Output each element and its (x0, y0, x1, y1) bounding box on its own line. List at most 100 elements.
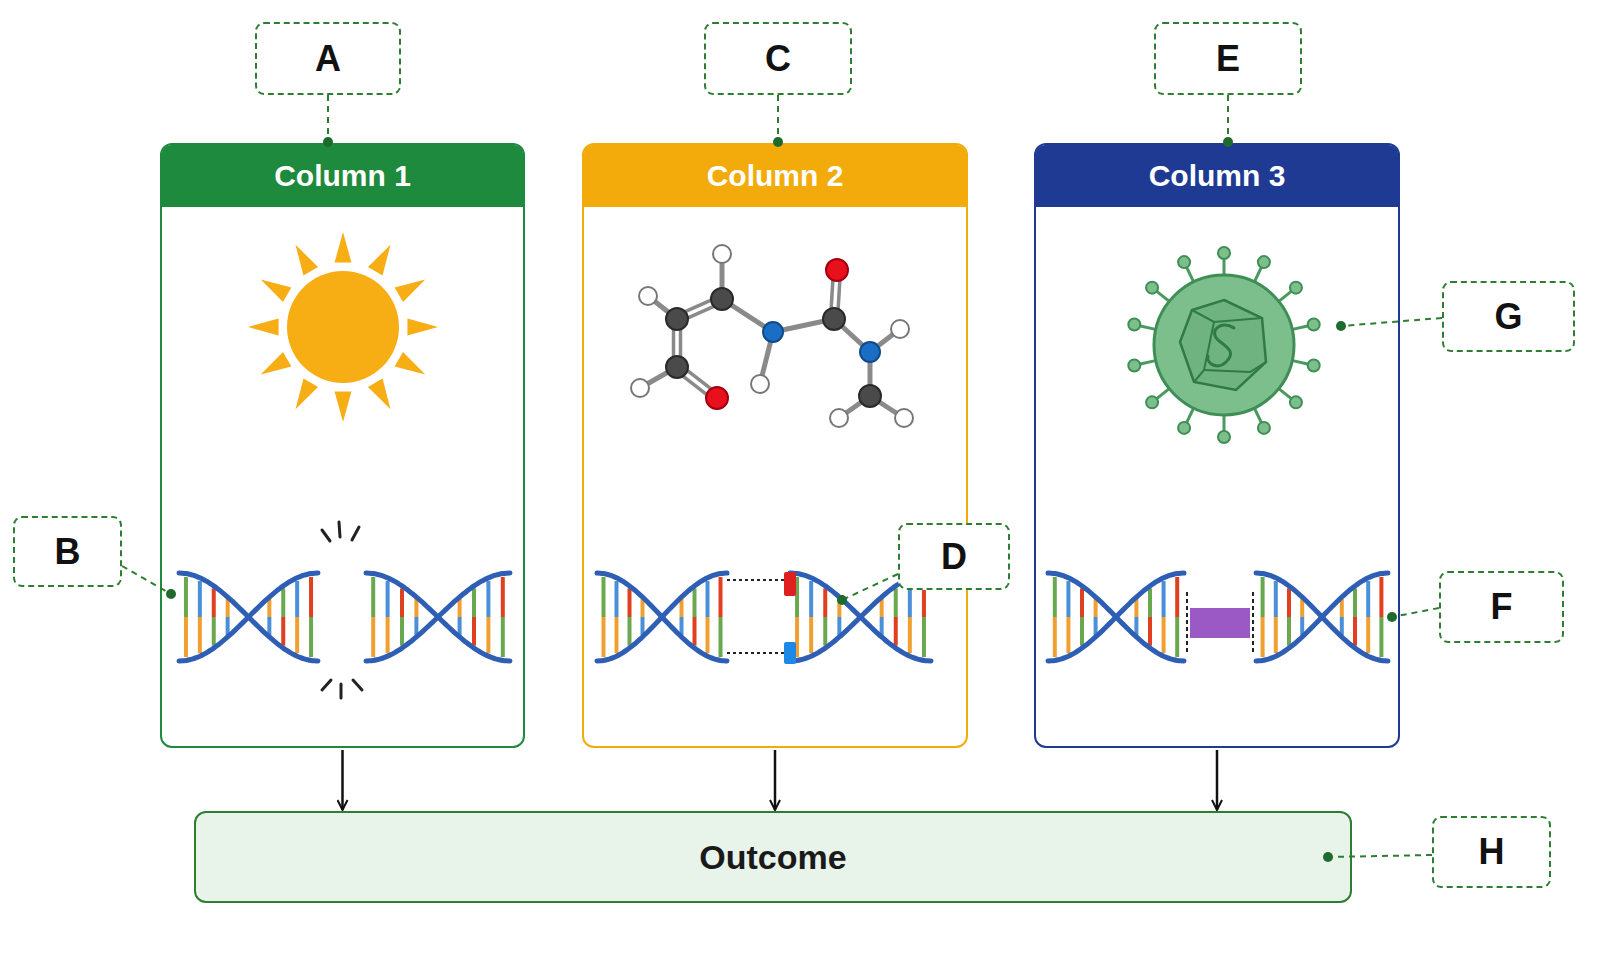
leader-dot (773, 137, 783, 147)
base-pair-link (727, 652, 784, 654)
column-header: Column 1 (162, 145, 523, 207)
atom-ball (891, 320, 909, 338)
virus-spike (1308, 319, 1320, 331)
column-panel: Column 3 (1034, 143, 1400, 748)
base-rung (693, 617, 697, 646)
base-rung (908, 617, 912, 653)
base-rung (212, 588, 216, 617)
base-rung (1366, 617, 1370, 653)
callout-box: E (1154, 22, 1302, 95)
atom-ball (631, 379, 649, 397)
virus-spike (1178, 256, 1190, 268)
callout-box: D (898, 523, 1010, 590)
leader-dot (837, 595, 847, 605)
base-rung (1162, 617, 1166, 653)
base-rung (1287, 617, 1291, 646)
base-rung (1148, 588, 1152, 617)
atom-ball (826, 259, 848, 281)
sun-ray (248, 319, 279, 336)
break-marks (340, 684, 343, 698)
callout-letter: G (1494, 296, 1522, 338)
base-rung (1274, 581, 1278, 617)
base-rung (1162, 581, 1166, 617)
sun-ray (368, 379, 391, 410)
base-rung (281, 588, 285, 617)
base-rung (472, 588, 476, 617)
callout-box: F (1439, 571, 1564, 643)
dna-strand (1256, 573, 1388, 661)
base-rung (501, 577, 505, 617)
dna-insert (1190, 608, 1250, 638)
break-marks (353, 680, 362, 690)
base-rung (371, 577, 375, 617)
base-rung (486, 581, 490, 617)
atom-ball (711, 288, 733, 310)
callout-letter: C (765, 38, 791, 80)
base-rung (1274, 617, 1278, 653)
atom-ball (763, 322, 783, 342)
break-marks (322, 680, 331, 690)
leader-dot (323, 137, 333, 147)
base-rung (184, 577, 188, 617)
outcome-label: Outcome (699, 838, 846, 877)
callout-letter: A (315, 38, 341, 80)
base-rung (295, 617, 299, 653)
base-rung (212, 617, 216, 646)
atom-ball (639, 287, 657, 305)
base-rung (1148, 617, 1152, 646)
base-rung (281, 617, 285, 646)
leader-line (1392, 608, 1439, 617)
dna-strand (597, 573, 727, 661)
virus-spike (1146, 396, 1158, 408)
leader-line (1328, 855, 1432, 857)
sun-ray (395, 280, 426, 303)
base-rung (1175, 617, 1179, 657)
atom-ball (859, 385, 881, 407)
dna-strand (597, 573, 727, 661)
base-rung (628, 588, 632, 617)
base-rung (823, 588, 827, 617)
leader-line (777, 95, 779, 142)
base-rung (1287, 588, 1291, 617)
sun-ray (261, 280, 292, 303)
column-title: Column 3 (1149, 159, 1286, 193)
base-pair-link (784, 572, 796, 596)
base-rung (809, 617, 813, 653)
atom-ball (895, 409, 913, 427)
base-rung (628, 617, 632, 646)
dna-insert (1186, 592, 1188, 655)
atom-ball (706, 387, 728, 409)
base-rung (894, 588, 898, 617)
virus-spike (1218, 247, 1230, 259)
column-title: Column 2 (707, 159, 844, 193)
base-rung (1261, 577, 1265, 617)
virus-spike (1218, 431, 1230, 443)
base-rung (1053, 617, 1057, 657)
virus-spike (1290, 282, 1302, 294)
flow-arrow (341, 750, 344, 810)
dna-helix (1256, 573, 1388, 661)
base-rung (1080, 588, 1084, 617)
base-rung (309, 577, 313, 617)
leader-line (842, 574, 898, 600)
base-pair-link (727, 572, 796, 664)
molecule-model (631, 245, 913, 427)
sun-ray (296, 245, 319, 276)
base-rung (486, 617, 490, 653)
virus-spike (1258, 256, 1270, 268)
dna-helix (179, 573, 318, 661)
atom-ball (860, 342, 880, 362)
base-rung (1353, 588, 1357, 617)
flow-arrow (1216, 750, 1219, 810)
base-pair-link (727, 579, 784, 581)
callout-letter: H (1479, 831, 1505, 873)
base-rung (615, 617, 619, 653)
sun-ray (335, 391, 352, 422)
dna-helix (1048, 573, 1184, 661)
dna-insert (1252, 592, 1254, 655)
leader-line (1227, 95, 1229, 142)
base-rung (602, 617, 606, 657)
base-rung (719, 577, 723, 617)
base-rung (693, 588, 697, 617)
